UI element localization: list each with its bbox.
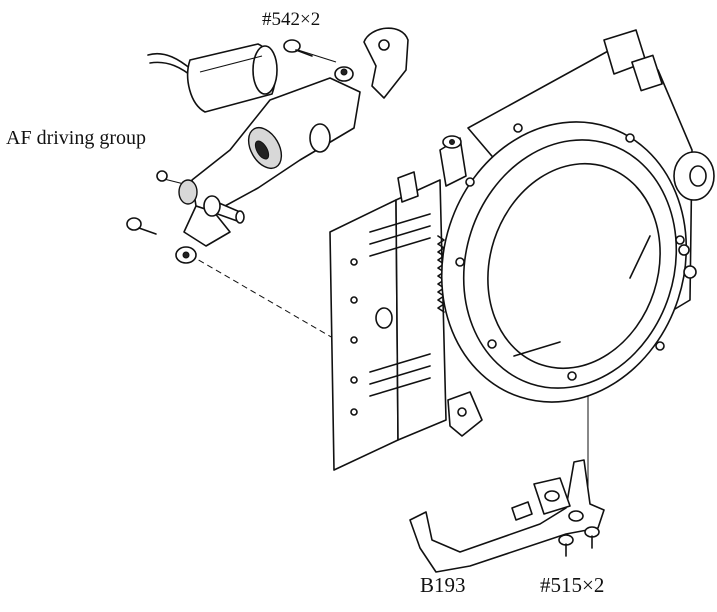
tab-hole — [378, 39, 390, 51]
frame-inner-panel — [395, 179, 447, 441]
screw-542-shank — [295, 49, 313, 57]
mount-hole-3 — [625, 133, 635, 143]
screw-542 — [283, 39, 313, 57]
mount-top-pin-hole — [449, 139, 455, 145]
frame-hole-1 — [350, 258, 358, 266]
mount-hole-5 — [655, 341, 665, 351]
mount-side-bump — [678, 244, 690, 256]
bayonet-tab-2 — [629, 235, 651, 279]
frame-center-hole — [375, 307, 393, 329]
af-driving-group — [147, 43, 361, 247]
mount-hole-6 — [567, 371, 577, 381]
frame-slot-5 — [369, 365, 431, 385]
af-gear-small — [309, 123, 331, 153]
mount-right-boss-inner — [689, 165, 707, 187]
frame-top-clip — [397, 171, 419, 203]
mount-hole-2 — [513, 123, 523, 133]
frame-side-panel — [329, 199, 399, 471]
lens-mount-assembly — [439, 29, 715, 403]
mount-hole-4 — [675, 235, 685, 245]
af-motor-endcap — [252, 45, 278, 95]
tab-plate — [363, 27, 409, 99]
label-af-driving-group: AF driving group — [6, 127, 146, 149]
mount-side-knob — [683, 265, 697, 279]
bracket-b193-hole-1 — [544, 490, 560, 502]
mount-inner-opening — [487, 162, 661, 370]
frame-slot-6 — [369, 377, 431, 397]
label-screw-542: #542×2 — [262, 9, 321, 30]
frame-hole-2 — [350, 296, 358, 304]
af-gear-hub — [254, 140, 270, 160]
left-screw-head — [126, 217, 142, 231]
top-tab-bracket — [363, 27, 409, 99]
mount-hole-8 — [455, 257, 465, 267]
left-screw-shank — [138, 227, 157, 235]
frame-lever-pivot — [457, 407, 467, 417]
bayonet-tab-1 — [513, 341, 561, 357]
mount-hole-1 — [465, 177, 475, 187]
bracket-b193 — [409, 459, 605, 573]
af-shaft-collar — [203, 195, 221, 217]
bracket-b193-tab — [511, 501, 533, 521]
left-screws — [126, 170, 197, 264]
af-shaft-tip — [235, 210, 245, 224]
frame-slot-3 — [369, 237, 431, 257]
leader-screw-542 — [297, 49, 337, 63]
screw-542-head — [283, 39, 301, 53]
af-gear-idler — [178, 179, 198, 205]
frame-slot-1 — [369, 213, 431, 233]
frame-slot-2 — [369, 225, 431, 245]
label-bracket-b193: B193 — [420, 573, 466, 597]
screws-515 — [558, 526, 600, 557]
frame-hole-5 — [350, 408, 358, 416]
frame-hole-3 — [350, 336, 358, 344]
bracket-b193-hole-2 — [568, 510, 584, 522]
frame-slot-4 — [369, 353, 431, 373]
upper-small-screw — [156, 170, 168, 182]
mount-top-window — [631, 54, 663, 92]
mount-hole-7 — [487, 339, 497, 349]
left-washer-hole — [182, 251, 190, 259]
dashed-leader-af — [189, 254, 346, 346]
motor-highlight — [199, 55, 263, 73]
frame-hole-4 — [350, 376, 358, 384]
af-top-post-hole — [340, 68, 348, 76]
mirror-box-frame — [329, 171, 483, 471]
label-screw-515: #515×2 — [540, 573, 605, 597]
bracket-b193-body — [409, 459, 605, 573]
